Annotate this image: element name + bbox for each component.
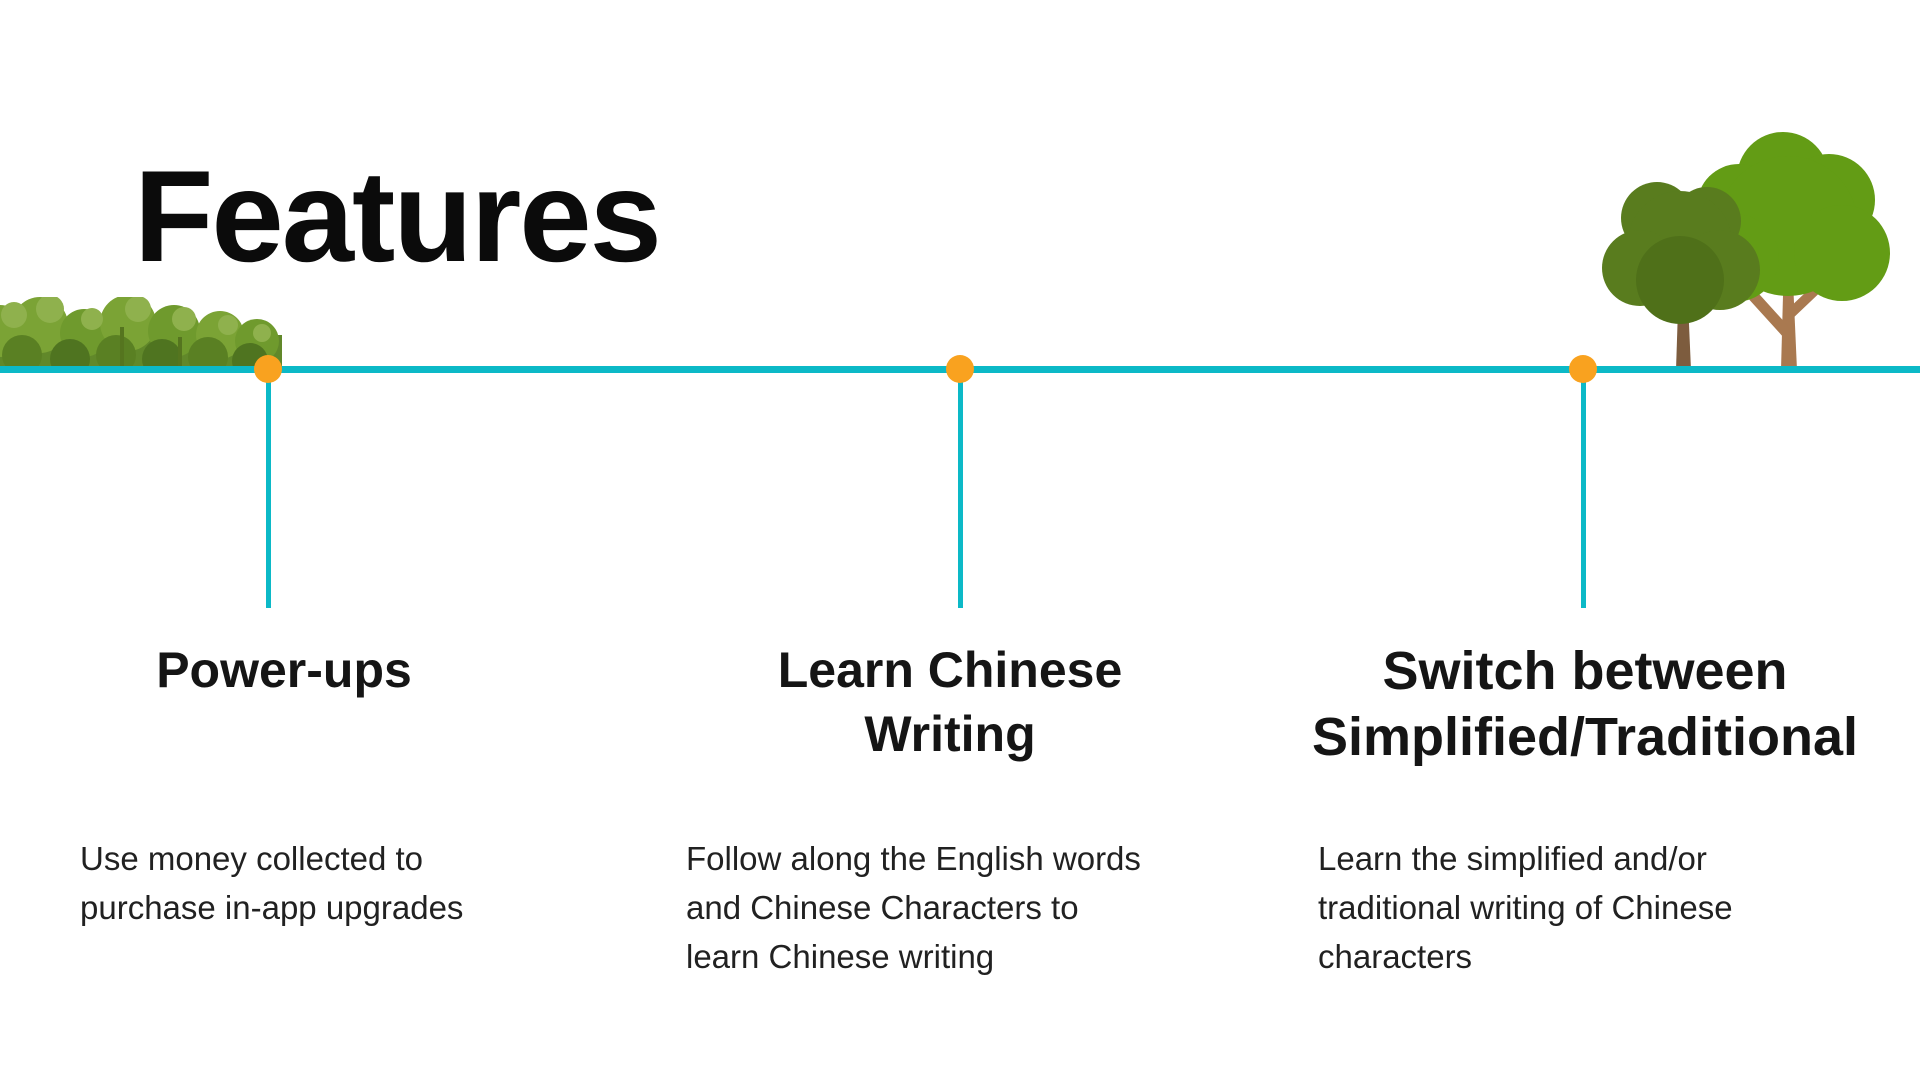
feature-description-power-ups: Use money collected to purchase in-app u…	[80, 840, 464, 926]
timeline-node-dot	[254, 355, 282, 383]
timeline-node-dot	[1569, 355, 1597, 383]
page-title: Features	[134, 143, 662, 289]
trees-icon	[1602, 132, 1890, 370]
feature-description-switch-simplified-traditional: Learn the simplified and/or traditional …	[1318, 840, 1733, 975]
feature-description-learn-chinese-writing: Follow along the English words and Chine…	[686, 840, 1141, 975]
bush-icon	[0, 297, 282, 372]
feature-heading-power-ups: Power-ups	[156, 642, 412, 698]
timeline-connector	[958, 370, 963, 608]
timeline-node-dot	[946, 355, 974, 383]
feature-heading-switch-simplified-traditional: Switch between Simplified/Traditional	[1311, 641, 1859, 767]
feature-heading-learn-chinese-writing: Learn Chinese Writing	[777, 642, 1123, 762]
timeline-connector	[1581, 370, 1586, 608]
timeline-connector	[266, 370, 271, 608]
